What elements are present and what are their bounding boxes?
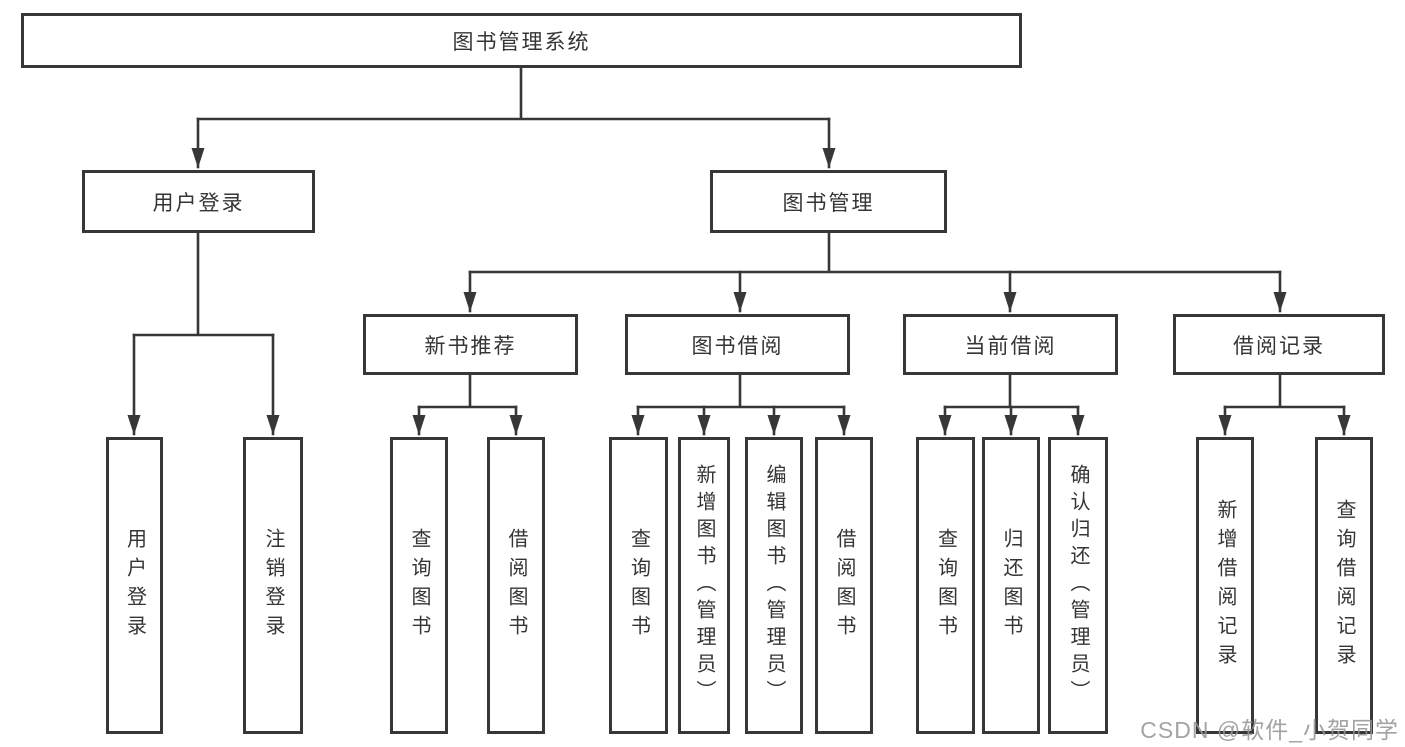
node-label: 归还图书 xyxy=(1000,527,1022,644)
node-label: 图书管理系统 xyxy=(452,30,591,54)
node-label: 用户登录 xyxy=(152,191,245,215)
leaf-add-books-admin: 新增图书（管理员） xyxy=(678,437,730,734)
node-label: 查询借阅记录 xyxy=(1333,498,1355,673)
node-label: 当前借阅 xyxy=(964,334,1057,358)
node-label: 注销登录 xyxy=(262,527,284,644)
node-book-management: 图书管理 xyxy=(710,170,947,233)
node-label: 查询图书 xyxy=(934,527,957,644)
node-label: 新增图书（管理员） xyxy=(693,464,715,707)
node-label: 确认归还（管理员） xyxy=(1067,464,1089,707)
leaf-edit-books-admin: 编辑图书（管理员） xyxy=(745,437,803,734)
node-label: 借阅图书 xyxy=(833,527,855,644)
watermark: CSDN @软件_小贺同学 xyxy=(1140,717,1399,743)
node-user-login: 用户登录 xyxy=(82,170,315,233)
leaf-query-books: 查询图书 xyxy=(390,437,448,734)
node-label: 图书管理 xyxy=(782,191,875,215)
node-label: 借阅记录 xyxy=(1233,334,1325,358)
node-label: 用户登录 xyxy=(123,527,146,644)
node-label: 新增借阅记录 xyxy=(1214,498,1236,673)
node-book-borrowing: 图书借阅 xyxy=(625,314,850,375)
node-label: 图书借阅 xyxy=(691,334,784,358)
node-label: 新书推荐 xyxy=(424,334,517,358)
leaf-return-books: 归还图书 xyxy=(982,437,1040,734)
leaf-query-books: 查询图书 xyxy=(916,437,975,734)
leaf-borrow-books: 借阅图书 xyxy=(815,437,873,734)
leaf-borrow-books: 借阅图书 xyxy=(487,437,545,734)
leaf-logout: 注销登录 xyxy=(243,437,303,734)
node-borrowing-records: 借阅记录 xyxy=(1173,314,1385,375)
leaf-query-books: 查询图书 xyxy=(609,437,668,734)
node-new-book-recommend: 新书推荐 xyxy=(363,314,578,375)
node-label: 查询图书 xyxy=(627,527,650,644)
leaf-add-borrow-record: 新增借阅记录 xyxy=(1196,437,1254,734)
node-book-management-system: 图书管理系统 xyxy=(21,13,1022,68)
node-label: 编辑图书（管理员） xyxy=(763,464,785,707)
node-label: 借阅图书 xyxy=(505,527,527,644)
node-current-borrowing: 当前借阅 xyxy=(903,314,1118,375)
leaf-user-login: 用户登录 xyxy=(106,437,163,734)
node-label: 查询图书 xyxy=(408,527,430,644)
leaf-confirm-return-admin: 确认归还（管理员） xyxy=(1048,437,1108,734)
leaf-query-borrow-record: 查询借阅记录 xyxy=(1315,437,1373,734)
